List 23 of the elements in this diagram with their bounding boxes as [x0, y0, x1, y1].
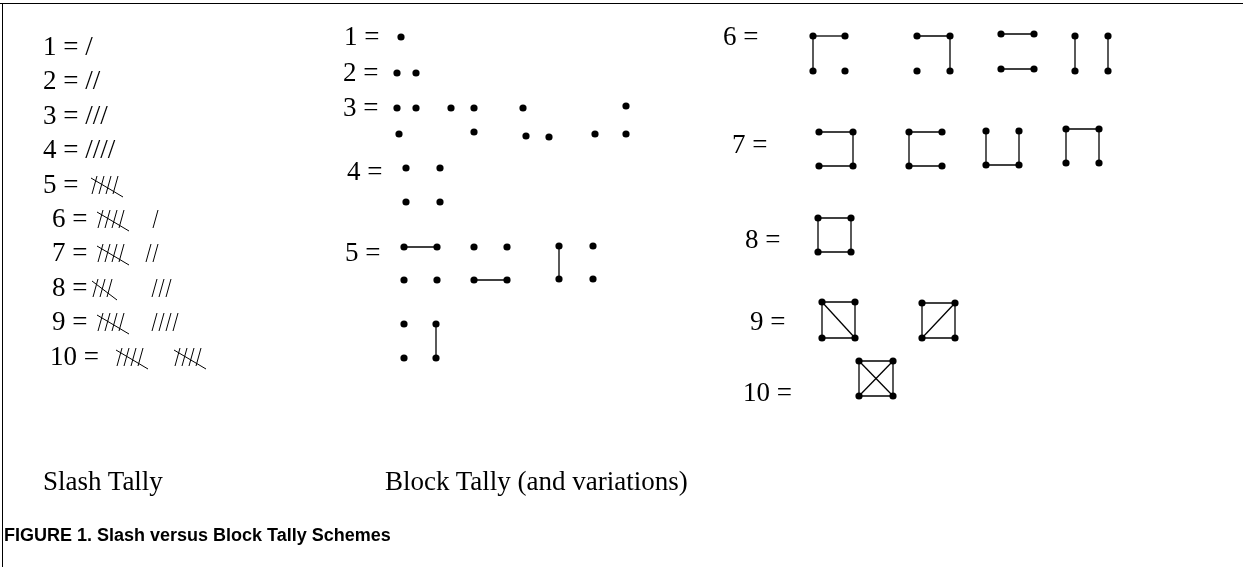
- tally-number-label: 10 =: [743, 378, 792, 408]
- tally-number-label: 4 = ////: [43, 135, 116, 165]
- tally-number-label: 10 =: [50, 342, 99, 372]
- tally-number-label: 2 =: [343, 58, 379, 88]
- tally-number-label: 2 = //: [43, 66, 101, 96]
- tally-number-label: 7 =: [52, 238, 88, 268]
- tally-number-label: 3 =: [343, 93, 379, 123]
- tally-number-label: 9 =: [52, 307, 88, 337]
- column-heading: Block Tally (and variations): [385, 467, 688, 497]
- tally-number-label: 1 =: [344, 22, 380, 52]
- tally-number-label: 8 =: [745, 225, 781, 255]
- tally-number-label: 1 = /: [43, 32, 93, 62]
- figure-caption: FIGURE 1. Slash versus Block Tally Schemes: [4, 524, 391, 546]
- tally-number-label: 6 =: [723, 22, 759, 52]
- tally-number-label: 4 =: [347, 157, 383, 187]
- tally-number-label: 7 =: [732, 130, 768, 160]
- column-heading: Slash Tally: [43, 467, 163, 497]
- tally-number-label: 5 =: [345, 238, 381, 268]
- tally-number-label: 6 =: [52, 204, 88, 234]
- tally-number-label: 3 = ///: [43, 101, 108, 131]
- tally-number-label: 9 =: [750, 307, 786, 337]
- tally-number-label: 8 =: [52, 273, 88, 303]
- tally-number-label: 5 =: [43, 170, 79, 200]
